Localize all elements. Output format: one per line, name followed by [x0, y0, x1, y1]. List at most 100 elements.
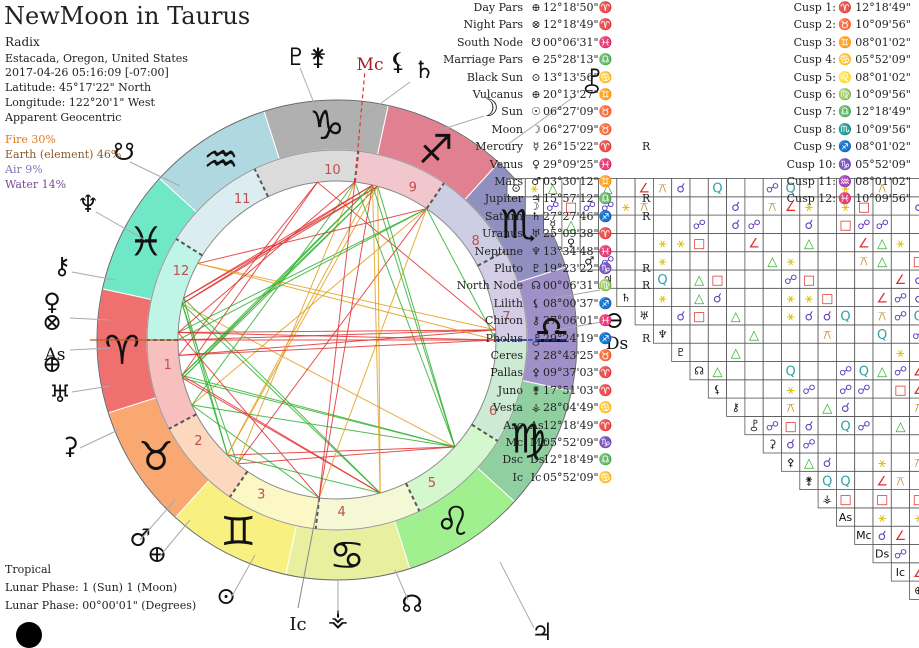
aspect-line [426, 208, 497, 341]
aspect-glyph-icon: ⚹ [659, 291, 667, 306]
grid-header-icon: ⚷ [732, 401, 740, 414]
house-cusp-line [471, 423, 499, 442]
longitude: Longitude: 122°20'1" West [5, 96, 155, 109]
house-sector [147, 238, 203, 340]
aspect-cell [689, 324, 709, 344]
grid-header-icon: ⊙ [512, 182, 521, 195]
planet-symbol-icon: As [530, 418, 544, 432]
aspect-glyph-icon: ☍ [876, 218, 889, 233]
planet-name: Sun [501, 105, 523, 119]
house-number: 7 [502, 310, 510, 325]
aspect-cell [744, 342, 764, 362]
aspect-glyph-icon: ☌ [914, 291, 919, 306]
aspect-glyph-icon: Q [914, 310, 919, 325]
grid-header-icon: ⊕ [914, 584, 919, 597]
grid-header-icon: Ds [875, 548, 889, 561]
zodiac-sign-icon: ♈ [104, 328, 140, 374]
aspect-glyph-icon: △ [767, 255, 777, 270]
aspect-glyph-icon: ⚻ [878, 182, 887, 197]
planet-leader-line [554, 321, 603, 331]
planet-leader-line [231, 554, 256, 597]
planet-symbol-icon: Mc [530, 436, 548, 449]
aspect-cell [836, 287, 856, 307]
aspect-line [183, 297, 381, 494]
aspect-cell [762, 306, 782, 326]
grid-header-icon: ☿ [549, 218, 556, 231]
aspect-glyph-icon: △ [731, 310, 741, 325]
planet-symbol-icon: ♃ [531, 192, 541, 206]
aspect-glyph-icon: ☌ [805, 218, 814, 233]
aspect-cell [671, 251, 691, 271]
aspect-glyph-icon: □ [894, 383, 906, 398]
ic-label: Ic [289, 614, 306, 635]
aspect-cell [744, 251, 764, 271]
aspect-cell [854, 489, 874, 509]
cusp-row: Cusp 10:♑ 05°52'09" [782, 158, 919, 175]
aspect-cell [707, 251, 727, 271]
aspect-cell [854, 470, 874, 490]
aspect-glyph-icon: △ [603, 182, 613, 197]
aspect-cell [890, 214, 910, 234]
aspect-cell [872, 434, 892, 454]
aspect-cell [854, 434, 874, 454]
planet-leader-line [79, 429, 119, 449]
planet-name: Moon [491, 122, 523, 136]
cusp-name: Cusp 2: [793, 18, 836, 32]
planet-row: Moon☽06°27'09"♉ [418, 123, 668, 140]
aspect-cell [762, 342, 782, 362]
cusp-value: ♏ 10°09'56" [838, 122, 911, 136]
aspect-cell [836, 342, 856, 362]
house-cusp-line [229, 470, 249, 498]
house-number: 6 [489, 404, 497, 419]
planet-symbol-icon: ⚳ [531, 349, 541, 362]
aspect-cell [817, 379, 837, 399]
new-moon-icon [16, 622, 42, 648]
aspect-glyph-icon: ⚹ [787, 255, 795, 270]
house-number: 9 [409, 181, 417, 196]
black-sun-icon: ⊙ [216, 582, 236, 610]
planet-position: 12°18'50"♈ [543, 1, 613, 14]
aspect-glyph-icon: □ [803, 273, 815, 288]
grid-header-icon: ⚸ [713, 383, 721, 396]
grid-header-icon: As [839, 511, 853, 524]
aspect-glyph-icon: ⚻ [914, 401, 919, 416]
house-cusp-line [168, 413, 197, 430]
planet-row: Day Pars⊕12°18'50"♈ [418, 1, 668, 18]
aspect-glyph-icon: □ [565, 200, 577, 215]
aspect-glyph-icon: △ [566, 218, 576, 233]
zodiac-sign-icon: ♌ [435, 499, 471, 545]
aspect-cell [890, 324, 910, 344]
cusp-row: Cusp 4:♋ 05°52'09" [782, 53, 919, 70]
planet-position: 28°04'49"♋ [543, 401, 613, 415]
lilith-icon: ⚸ [389, 48, 407, 76]
zodiac-sign-icon: ♉ [138, 434, 174, 480]
aspect-cell [762, 397, 782, 417]
aspect-cell [854, 306, 874, 326]
aspect-glyph-icon: △ [804, 456, 814, 471]
aspect-cell [726, 269, 746, 289]
aspect-glyph-icon: ⚹ [659, 236, 667, 251]
aspect-cell [744, 361, 764, 381]
element-air: Air 9% [5, 163, 43, 176]
planet-position: 05°52'09"♑ [543, 436, 613, 449]
aspect-cell [799, 251, 819, 271]
aspect-glyph-icon: ⚹ [897, 236, 905, 251]
aspect-cell [909, 214, 919, 234]
cusp-name: Cusp 8: [793, 122, 836, 136]
aspect-glyph-icon: □ [693, 310, 705, 325]
planet-leader-line [71, 271, 116, 281]
cusp-name: Cusp 7: [793, 105, 836, 119]
planet-name: North Node [456, 279, 523, 293]
aspect-glyph-icon: ☌ [731, 200, 740, 215]
aspect-cell [726, 379, 746, 399]
retrograde-marker: R [642, 209, 651, 223]
planet-symbol-icon: Ic [530, 470, 542, 484]
aspect-line [183, 298, 228, 456]
aspect-line [197, 263, 496, 331]
retrograde-marker: R [642, 331, 651, 345]
aspect-cell [854, 507, 874, 527]
aspect-cell [689, 251, 709, 271]
aspect-glyph-icon: □ [858, 200, 870, 215]
